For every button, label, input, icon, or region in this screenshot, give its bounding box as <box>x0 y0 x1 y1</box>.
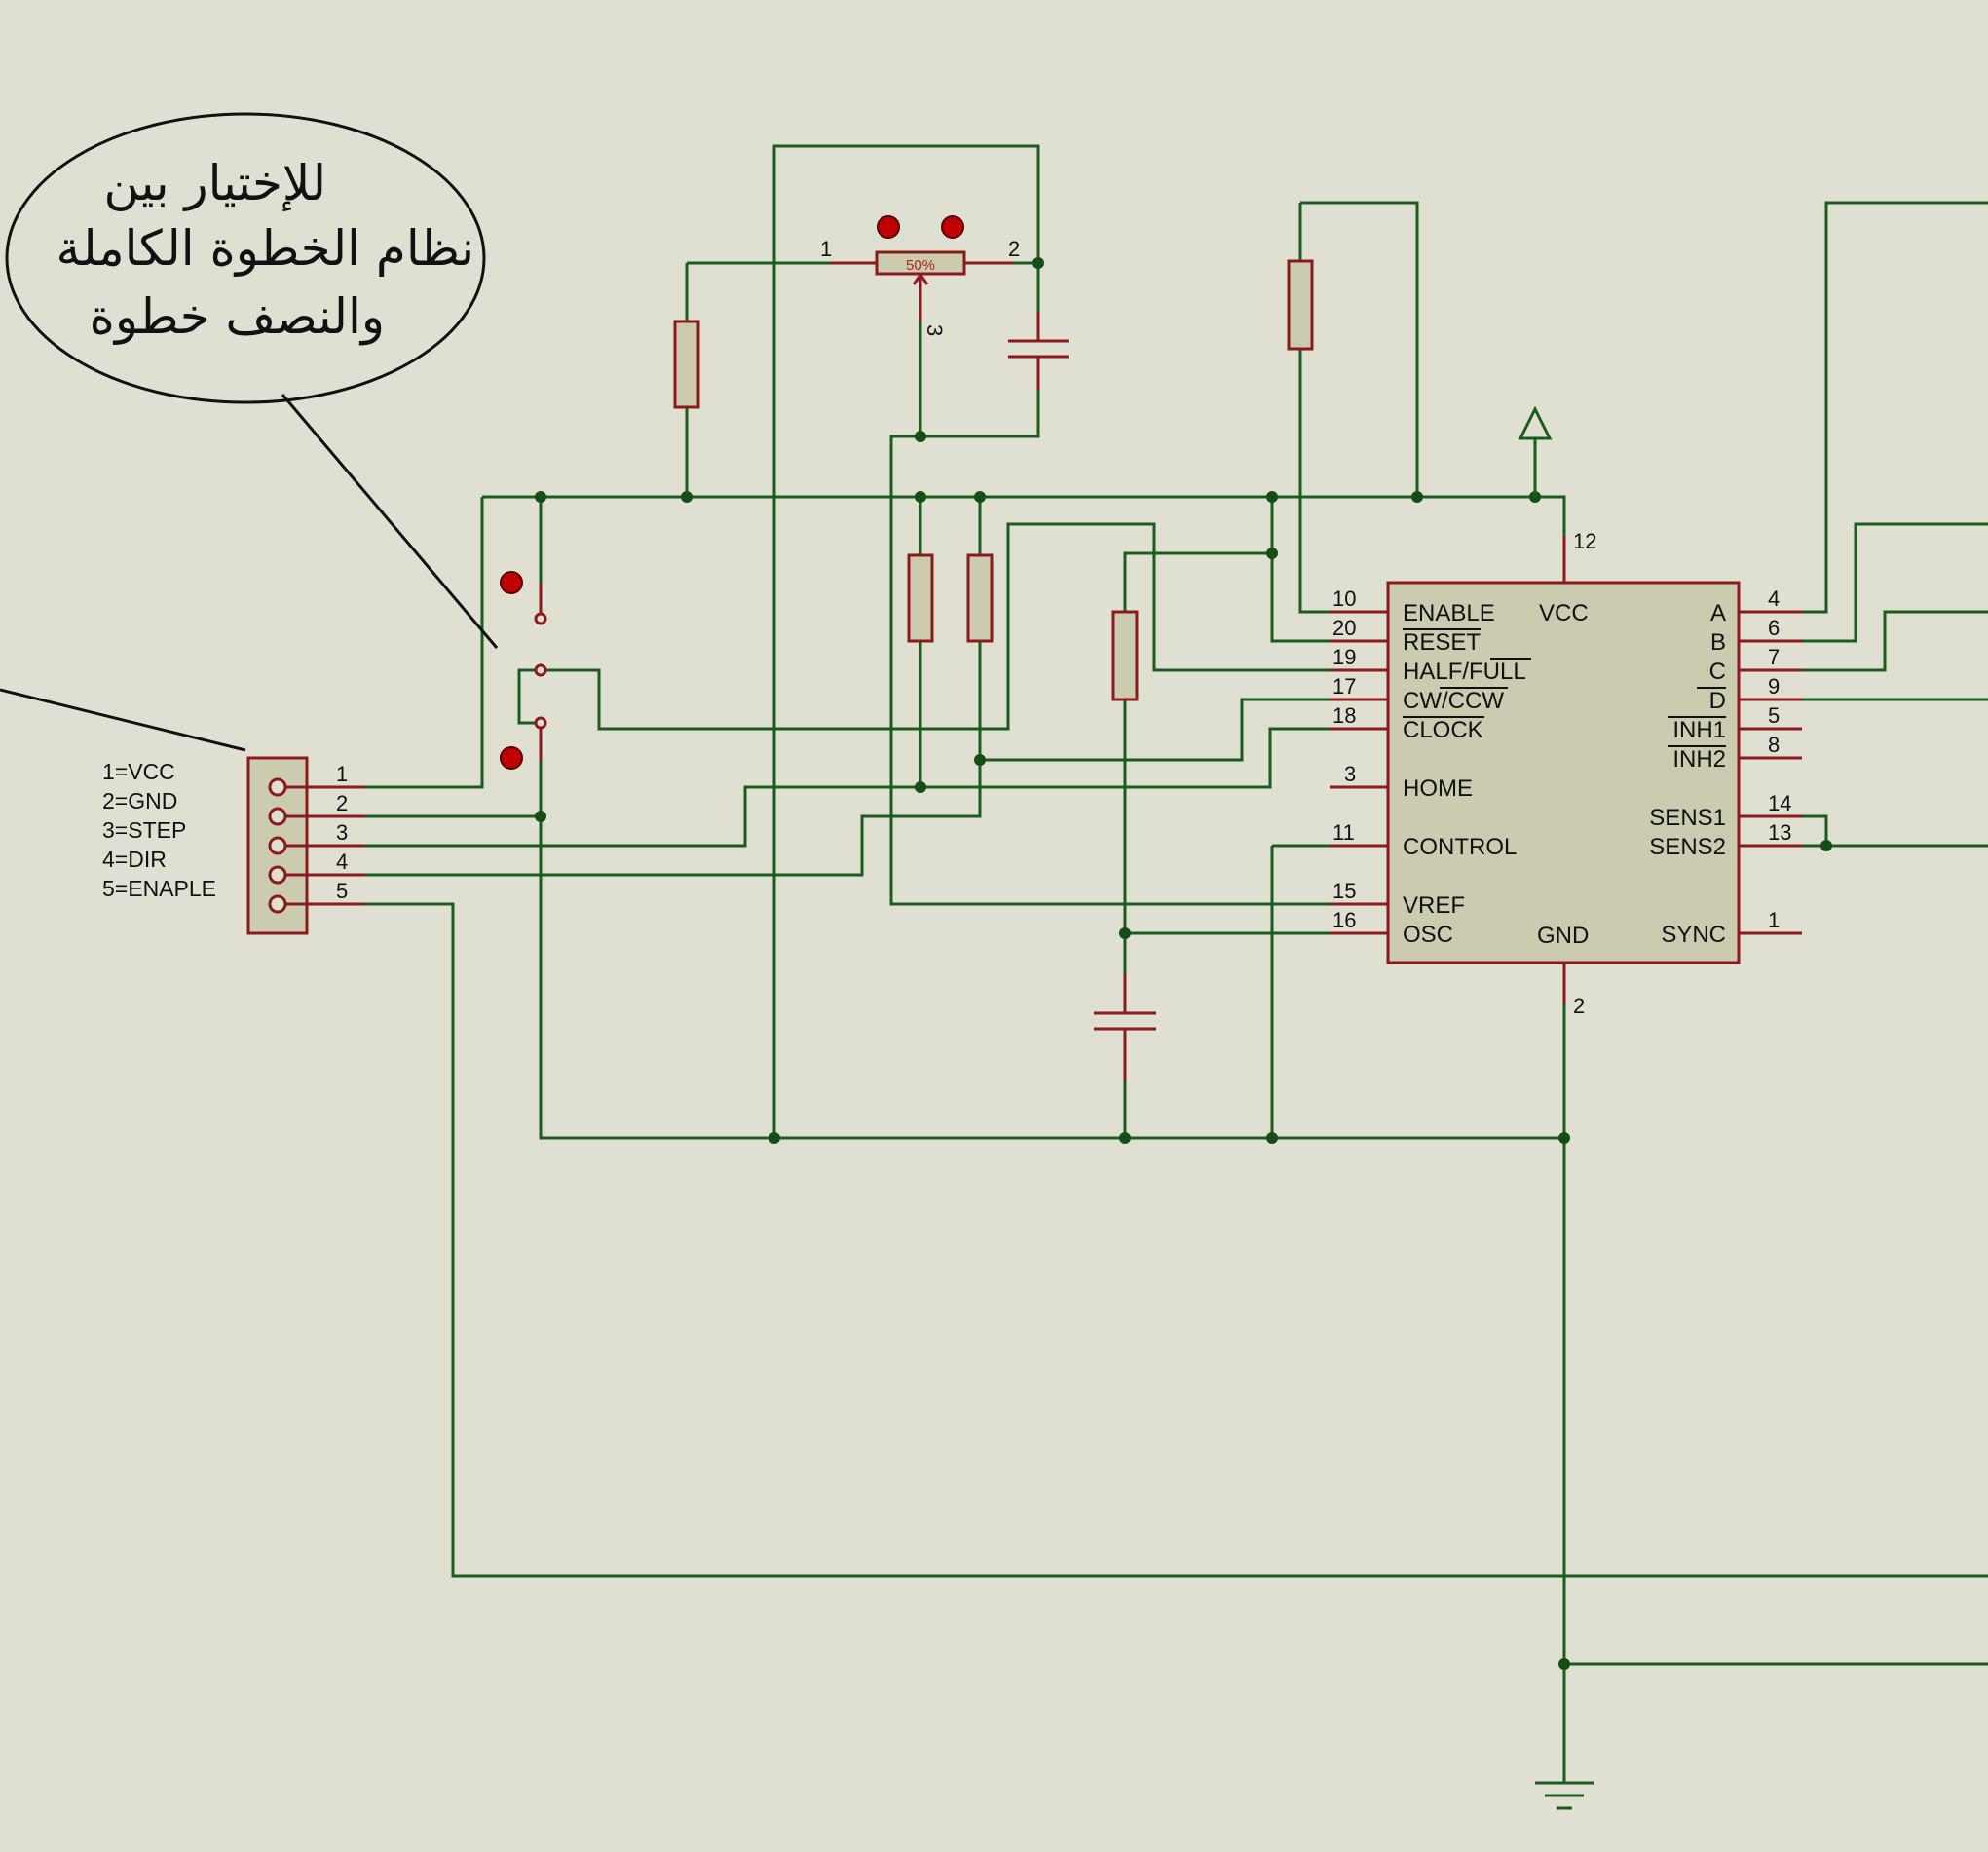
resistor-r6 <box>1287 259 1314 351</box>
potentiometer[interactable]: 50% 1 2 3 <box>820 215 1020 336</box>
note-ellipse <box>5 112 486 404</box>
legend-gnd: 2=GND <box>102 788 177 813</box>
capacitor-c1 <box>1008 312 1069 390</box>
connector-pin-1: 1 <box>336 762 348 786</box>
pot-pin-1: 1 <box>820 237 832 261</box>
wire-vcc-bus <box>482 495 1566 536</box>
ic-label-cwccw: CW/CCW <box>1403 688 1504 714</box>
wire-switch-link <box>517 668 541 725</box>
connector-pin-3: 3 <box>336 820 348 845</box>
ic-label-c: C <box>1709 659 1726 685</box>
ic-vcc-pin: 12 <box>1573 529 1596 553</box>
ic-pin-b-num: 6 <box>1768 616 1780 640</box>
connector-pin-2: 2 <box>336 791 348 815</box>
ic-pin-reset-num: 20 <box>1332 616 1356 640</box>
ground-symbol <box>1535 1781 1594 1810</box>
wire-switch-common <box>542 522 1364 731</box>
ic-pin-c-num: 7 <box>1768 645 1780 669</box>
pot-pin-wiper: 3 <box>922 324 947 336</box>
ic-label-clock: CLOCK <box>1403 717 1483 743</box>
ic-label-a: A <box>1710 600 1726 626</box>
resistor-r3 <box>907 553 934 643</box>
ic-pin-inh1-num: 5 <box>1768 703 1780 728</box>
ic-gnd-label: GND <box>1537 923 1589 949</box>
ic-label-inh1: INH1 <box>1672 717 1726 743</box>
wire-dir <box>365 698 1364 877</box>
connector-pin-4: 4 <box>336 850 348 874</box>
ic-gnd-pin: 2 <box>1573 994 1585 1018</box>
wire-pot-left <box>685 261 830 497</box>
legend-vcc: 1=VCC <box>102 759 175 784</box>
pot-state-dot-right <box>941 215 964 239</box>
ic-label-sens1: SENS1 <box>1649 805 1726 831</box>
capacitors <box>1008 312 1156 1081</box>
wire-osc-rc <box>1123 551 1364 1138</box>
resistor-r5 <box>1111 610 1139 701</box>
ic-label-inh2: INH2 <box>1672 746 1726 773</box>
resistors <box>673 259 1314 701</box>
note-line-1: للإختيار بين <box>104 155 327 211</box>
ic-label-sync: SYNC <box>1661 922 1726 948</box>
wire-cap1 <box>920 292 1040 438</box>
wire-wiper <box>889 292 1364 906</box>
legend-step: 3=STEP <box>102 817 186 843</box>
wire-enable-res <box>1298 201 1419 614</box>
ic-pin-control-num: 11 <box>1332 820 1355 845</box>
ic-label-halffull: HALF/FULL <box>1403 659 1526 685</box>
ic-pin-clock-num: 18 <box>1332 703 1356 728</box>
ic-vcc-label: VCC <box>1539 600 1589 626</box>
ic-pin-osc-num: 16 <box>1332 908 1356 932</box>
ic-pin-sens1-num: 14 <box>1768 791 1791 815</box>
legend-enable: 5=ENAPLE <box>102 876 216 901</box>
ic-pin-enable-num: 10 <box>1332 586 1356 611</box>
wire-enable-ext <box>365 902 1988 1578</box>
ic-pin-d-num: 9 <box>1768 674 1780 699</box>
connector-j1: 1 2 3 4 5 1=VCC 2=GND 3=STEP 4=DIR 5=ENA… <box>102 756 365 935</box>
ic-pin-halffull-num: 19 <box>1332 645 1356 669</box>
ic-label-home: HOME <box>1403 775 1473 802</box>
ic-label-d: D <box>1709 688 1726 714</box>
ic-pin-sync-num: 1 <box>1768 908 1780 932</box>
wire-out-a <box>1802 201 1988 614</box>
ic-pin-home-num: 3 <box>1344 762 1356 786</box>
ic-pin-vref-num: 15 <box>1332 879 1356 903</box>
switch-state-dot-bottom <box>500 746 523 770</box>
ic-pin-inh2-num: 8 <box>1768 733 1780 757</box>
ic-label-sens2: SENS2 <box>1649 834 1726 860</box>
connector-pin-5: 5 <box>336 879 348 903</box>
ic-label-control: CONTROL <box>1403 834 1517 860</box>
pot-value: 50% <box>906 257 935 274</box>
note-pointer <box>281 394 499 649</box>
half-full-switch[interactable] <box>500 571 547 770</box>
capacitor-c2 <box>1094 974 1156 1081</box>
pot-state-dot-left <box>877 215 900 239</box>
ic-label-b: B <box>1710 629 1726 656</box>
wire-connector-vcc <box>365 497 484 789</box>
ic-label-enable: ENABLE <box>1403 600 1495 626</box>
wire-out-c <box>1802 610 1988 672</box>
legend-dir: 4=DIR <box>102 847 167 872</box>
ic-label-reset: RESET <box>1403 629 1481 656</box>
ic-pin-cwccw-num: 17 <box>1332 674 1356 699</box>
wire-connector-gnd <box>365 814 1564 1140</box>
switch-state-dot-top <box>500 571 523 594</box>
note-line-2: نظام الخطوة الكاملة <box>56 220 474 277</box>
wire-out-b <box>1802 522 1988 643</box>
vcc-arrow <box>1518 405 1553 497</box>
stepper-controller-ic: 12 2 VCC GND 10 20 19 17 18 3 11 15 16 E… <box>1330 529 1802 1018</box>
wires <box>365 144 1988 1783</box>
ic-label-osc: OSC <box>1403 922 1453 948</box>
resistor-r1 <box>673 320 700 409</box>
note-line-3: والنصف خطوة <box>90 288 385 346</box>
note-callout: للإختيار بين نظام الخطوة الكاملة والنصف … <box>0 112 499 752</box>
connector-pointer <box>0 688 246 752</box>
wire-step <box>365 727 1364 848</box>
ic-label-vref: VREF <box>1403 892 1465 919</box>
ic-pin-sens2-num: 13 <box>1768 820 1791 845</box>
resistor-r4 <box>966 553 994 643</box>
pot-pin-2: 2 <box>1008 237 1020 261</box>
wire-top-loop <box>772 144 1040 1138</box>
ic-pin-a-num: 4 <box>1768 586 1780 611</box>
